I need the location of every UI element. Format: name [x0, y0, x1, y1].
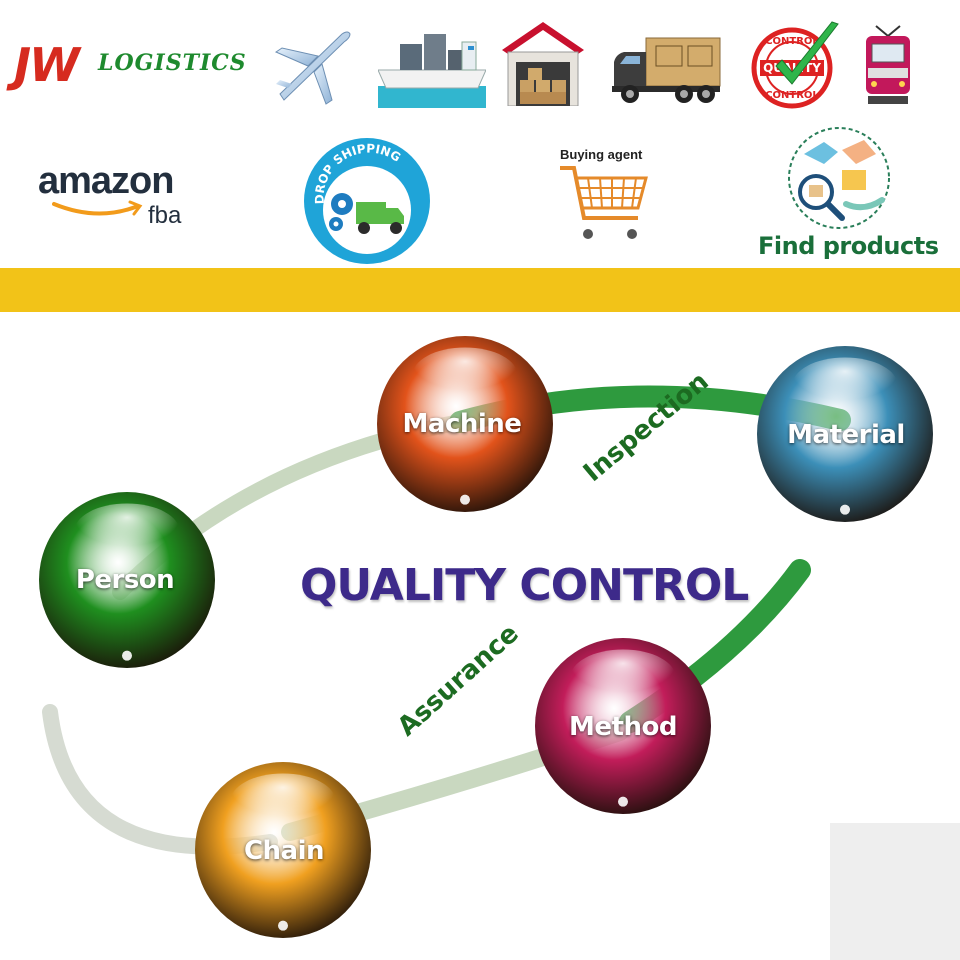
delivery-truck-icon: [612, 37, 721, 103]
sphere-method-highlight: [570, 649, 676, 706]
sphere-label-machine: Machine: [402, 409, 522, 439]
train-icon: [866, 25, 910, 104]
amazon-smile-icon: [52, 200, 143, 216]
sphere-material-highlight: [792, 357, 898, 414]
amazon-fba-text: fba: [148, 202, 182, 229]
find-products-label: Find products: [758, 232, 939, 260]
sphere-machine-highlight: [412, 347, 518, 404]
sphere-chain-sparkle: [278, 920, 288, 931]
cargo-ship-icon: [378, 34, 486, 108]
drop-shipping-badge[interactable]: DROP SHIPPING: [302, 136, 432, 266]
truck-icon: [356, 202, 404, 234]
sphere-person-highlight: [74, 503, 180, 560]
brand-logo[interactable]: JW LOGISTICS: [14, 38, 246, 98]
divider-band: [0, 268, 960, 312]
sphere-label-chain: Chain: [243, 836, 325, 866]
amazon-word: amazon: [38, 160, 174, 202]
warehouse-icon: [502, 22, 584, 106]
stamp-top-text: CONTROL: [765, 36, 819, 47]
gray-placeholder-block: [830, 823, 960, 960]
brand-mark: JW: [14, 38, 80, 92]
sphere-label-material: Material: [787, 420, 905, 450]
sphere-chain-highlight: [230, 773, 336, 830]
find-products-icon[interactable]: [784, 124, 894, 230]
quality-control-stamp-icon: CONTROL QUALITY CONTROL: [751, 21, 839, 109]
amazon-fba-logo[interactable]: amazon fba: [38, 160, 198, 230]
brand-word: LOGISTICS: [98, 50, 247, 76]
sphere-person-sparkle: [122, 650, 132, 661]
airplane-icon: [274, 31, 351, 105]
sphere-label-method: Method: [569, 712, 677, 742]
quality-spheres: [39, 336, 933, 938]
diagram-title: QUALITY CONTROL: [300, 560, 749, 611]
sphere-machine-sparkle: [460, 494, 470, 505]
sphere-label-person: Person: [75, 565, 175, 595]
sphere-method-sparkle: [618, 796, 628, 807]
shopping-cart-icon[interactable]: [558, 162, 650, 248]
buying-agent-label: Buying agent: [560, 147, 643, 162]
sphere-material-sparkle: [840, 504, 850, 515]
gear-icon: [329, 193, 353, 231]
stamp-bottom-text: CONTROL: [765, 90, 819, 101]
